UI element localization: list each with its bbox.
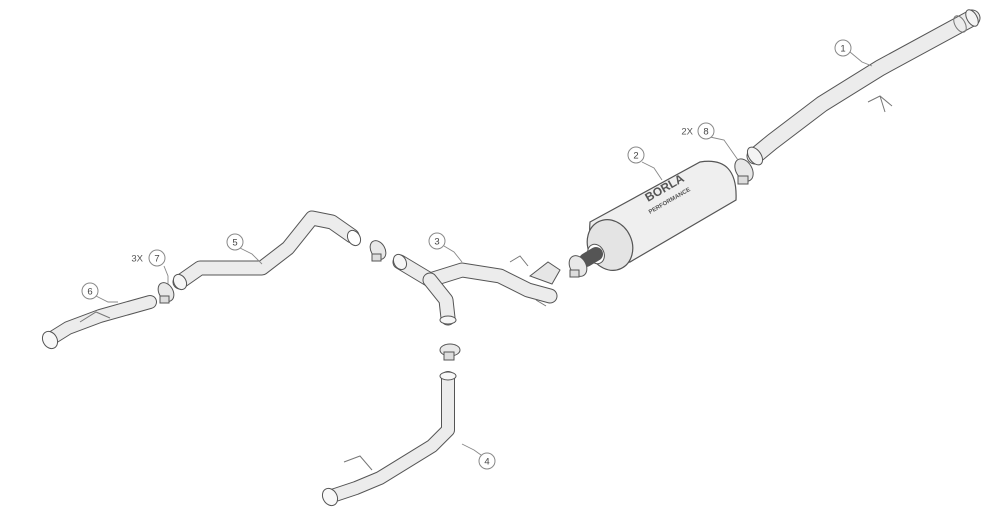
part-5-pipe	[172, 210, 362, 291]
callout-4: 4	[478, 452, 496, 470]
part-7-clamp-lower	[439, 343, 461, 361]
part-4-pipe	[321, 371, 457, 507]
callout-7: 7 3X	[131, 249, 166, 267]
callout-8: 8 2X	[681, 122, 715, 140]
svg-text:7: 7	[154, 254, 159, 265]
part-2-muffler: BORLA PERFORMANCE	[579, 160, 737, 271]
svg-text:2: 2	[633, 151, 638, 162]
part-7-clamp-y-pipe	[369, 240, 387, 262]
callout-3: 3	[428, 232, 446, 250]
part-1-intermediate-pipe	[746, 9, 981, 166]
callout-8-qty: 2X	[681, 127, 693, 138]
callout-1: 1	[834, 39, 852, 57]
callout-6: 6	[81, 282, 99, 300]
svg-text:5: 5	[232, 238, 237, 249]
part-7-clamp	[157, 282, 175, 304]
part-6-tailpipe	[41, 295, 157, 350]
callout-7-qty: 3X	[131, 254, 143, 265]
callout-2: 2	[627, 146, 645, 164]
part-3-y-pipe	[392, 253, 561, 326]
svg-text:8: 8	[703, 127, 708, 138]
svg-text:4: 4	[484, 457, 489, 468]
svg-text:6: 6	[87, 287, 92, 298]
part-8-clamp-muffler-inlet	[568, 255, 588, 278]
callout-leaders	[95, 51, 873, 461]
svg-text:1: 1	[840, 44, 845, 55]
svg-text:3: 3	[434, 237, 439, 248]
callout-5: 5	[226, 233, 244, 251]
